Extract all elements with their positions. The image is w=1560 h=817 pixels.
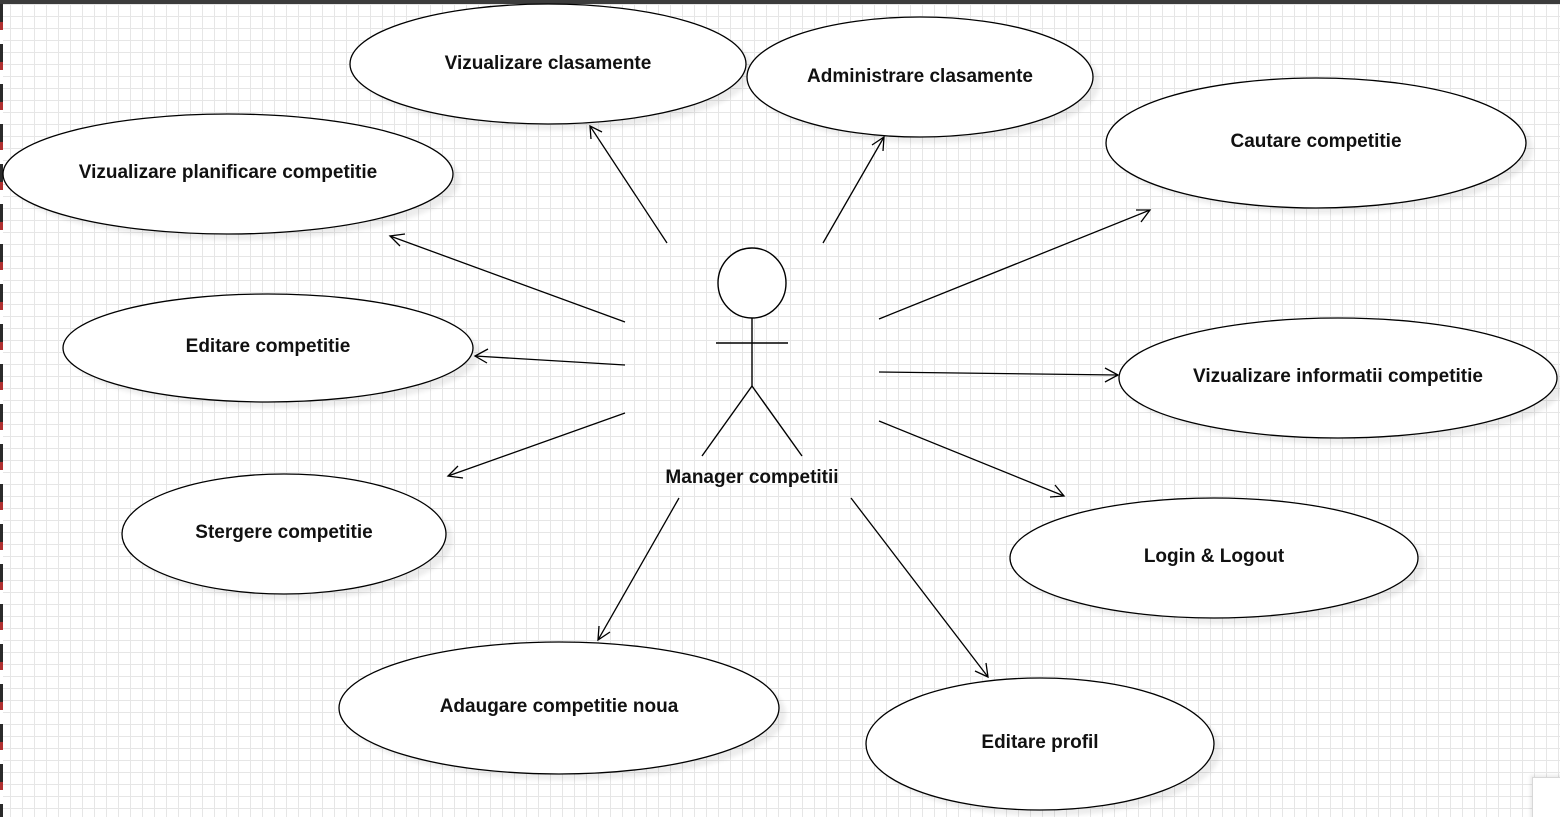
arrowhead-stergere-competitie <box>446 465 464 479</box>
association-editare-profil[interactable] <box>850 497 989 678</box>
use-case-label: Cautare competitie <box>1230 131 1401 152</box>
association-vizualizare-informatii-competitie[interactable] <box>878 371 1119 376</box>
use-case-label: Administrare clasamente <box>807 66 1033 87</box>
arrowhead-adaugare-competitie-noua <box>597 625 611 642</box>
use-case-adaugare-competitie-noua[interactable]: Adaugare competitie noua <box>338 641 786 780</box>
arrowhead-editare-profil <box>974 662 989 679</box>
use-case-vizualizare-clasamente[interactable]: Vizualizare clasamente <box>349 3 753 130</box>
association-editare-competitie[interactable] <box>474 355 626 366</box>
use-case-label: Stergere competitie <box>195 522 372 543</box>
use-case-label: Editare profil <box>981 732 1098 753</box>
use-case-label: Adaugare competitie noua <box>440 696 679 717</box>
use-case-label: Login & Logout <box>1144 546 1285 567</box>
left-window-edge <box>0 4 3 817</box>
use-case-stergere-competitie[interactable]: Stergere competitie <box>121 473 453 600</box>
actor-left-leg <box>701 385 753 457</box>
use-case-administrare-clasamente[interactable]: Administrare clasamente <box>746 16 1100 143</box>
association-vizualizare-planificare-competitie[interactable] <box>389 235 626 323</box>
actor-label: Manager competitii <box>665 467 838 488</box>
use-case-editare-profil[interactable]: Editare profil <box>865 677 1221 816</box>
actor-right-leg <box>751 385 803 457</box>
association-vizualizare-clasamente[interactable] <box>589 125 668 244</box>
use-case-vizualizare-informatii-competitie[interactable]: Vizualizare informatii competitie <box>1118 317 1560 444</box>
corner-panel <box>1532 777 1560 817</box>
use-case-vizualizare-planificare-competitie[interactable]: Vizualizare planificare competitie <box>2 113 460 240</box>
association-stergere-competitie[interactable] <box>447 412 626 477</box>
arrowhead-vizualizare-planificare-competitie <box>388 233 406 247</box>
association-cautare-competitie[interactable] <box>878 209 1151 320</box>
associations-group <box>388 124 1152 679</box>
use-case-label: Vizualizare clasamente <box>445 53 652 74</box>
use-case-cautare-competitie[interactable]: Cautare competitie <box>1105 77 1533 214</box>
association-login-logout[interactable] <box>878 420 1065 497</box>
arrowhead-cautare-competitie <box>1136 209 1152 223</box>
window-top-border <box>0 0 1560 4</box>
use-case-login-logout[interactable]: Login & Logout <box>1009 497 1425 624</box>
use-case-label: Vizualizare informatii competitie <box>1193 366 1483 387</box>
use-case-label: Vizualizare planificare competitie <box>79 162 377 183</box>
use-case-editare-competitie[interactable]: Editare competitie <box>62 293 480 408</box>
use-case-label: Editare competitie <box>186 336 351 357</box>
association-adaugare-competitie-noua[interactable] <box>597 497 680 641</box>
actor-head <box>717 247 787 319</box>
arrowhead-login-logout <box>1049 484 1066 498</box>
association-administrare-clasamente[interactable] <box>822 136 885 244</box>
actor-manager-competitii[interactable]: Manager competitii <box>665 247 839 488</box>
use-cases-group: Vizualizare clasamente Administrare clas… <box>2 3 1560 816</box>
arrowhead-vizualizare-informatii-competitie <box>1104 367 1120 383</box>
